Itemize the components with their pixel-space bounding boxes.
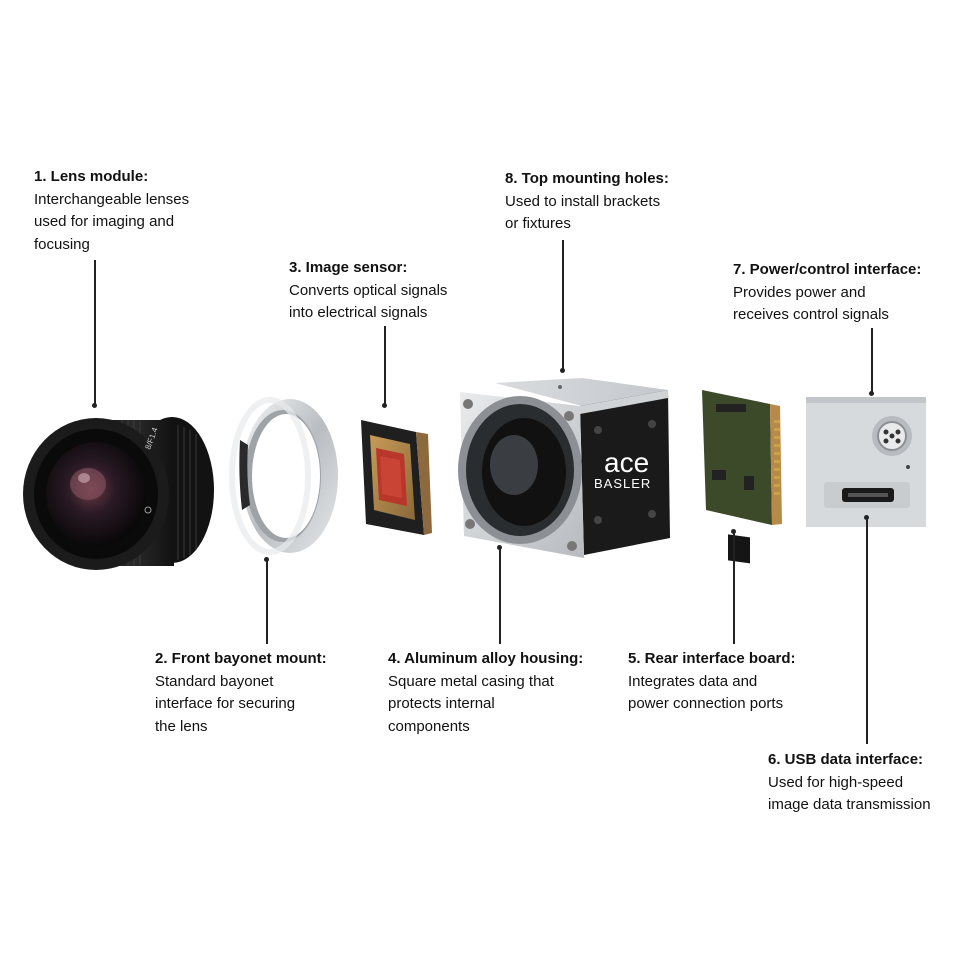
callout-front-bayonet-mount: 2. Front bayonet mount: Standard bayonet… xyxy=(155,648,375,738)
camera-model-label: ace xyxy=(604,447,649,478)
housing-graphic: ace BASLER xyxy=(458,378,670,558)
callout-description: Provides power and receives control sign… xyxy=(733,283,889,324)
callout-description: Integrates data and power connection por… xyxy=(628,672,784,713)
callout-title: 8. Top mounting holes: xyxy=(505,170,669,187)
leader-dot-lens xyxy=(92,403,97,408)
callout-lens-module: 1. Lens module: Interchangeable lenses u… xyxy=(34,166,234,256)
callout-description: Interchangeable lenses used for imaging … xyxy=(34,190,190,253)
leader-line-board xyxy=(733,532,735,644)
leader-line-power xyxy=(871,328,873,394)
camera-brand-label: BASLER xyxy=(594,476,651,491)
callout-usb-data-interface: 6. USB data interface: Used for high-spe… xyxy=(768,749,953,817)
callout-title: 6. USB data interface: xyxy=(768,751,924,768)
callout-title: 3. Image sensor: xyxy=(289,259,408,276)
leader-dot-mount xyxy=(560,368,565,373)
callout-top-mounting-holes: 8. Top mounting holes: Used to install b… xyxy=(505,168,715,236)
leader-line-sensor xyxy=(384,326,386,406)
callout-rear-interface-board: 5. Rear interface board: Integrates data… xyxy=(628,648,828,716)
leader-line-usb xyxy=(866,518,868,744)
callout-description: Square metal casing that protects intern… xyxy=(388,672,554,735)
rear-panel-graphic xyxy=(806,397,926,527)
callout-title: 1. Lens module: xyxy=(34,168,149,185)
lens-module-graphic: 8/F1.4 xyxy=(23,417,214,570)
leader-line-housing xyxy=(499,548,501,644)
callout-power-control-interface: 7. Power/control interface: Provides pow… xyxy=(733,259,953,327)
leader-line-bayonet xyxy=(266,560,268,644)
leader-dot-bayonet xyxy=(264,557,269,562)
leader-line-mount xyxy=(562,240,564,370)
image-sensor-graphic xyxy=(361,420,432,535)
callout-aluminum-housing: 4. Aluminum alloy housing: Square metal … xyxy=(388,648,618,738)
leader-dot-power xyxy=(869,391,874,396)
callout-description: Used for high-speed image data transmiss… xyxy=(768,773,931,814)
leader-dot-board xyxy=(731,529,736,534)
leader-dot-usb xyxy=(864,515,869,520)
callout-image-sensor: 3. Image sensor: Converts optical signal… xyxy=(289,257,489,325)
callout-description: Converts optical signals into electrical… xyxy=(289,281,448,322)
leader-line-lens xyxy=(94,260,96,406)
callout-description: Standard bayonet interface for securing … xyxy=(155,672,296,735)
callout-title: 7. Power/control interface: xyxy=(733,261,922,278)
callout-description: Used to install brackets or fixtures xyxy=(505,192,661,233)
callout-title: 4. Aluminum alloy housing: xyxy=(388,650,584,667)
callout-title: 2. Front bayonet mount: xyxy=(155,650,327,667)
callout-title: 5. Rear interface board: xyxy=(628,650,796,667)
leader-dot-sensor xyxy=(382,403,387,408)
leader-dot-housing xyxy=(497,545,502,550)
bayonet-mount-graphic xyxy=(229,397,338,555)
rear-board-graphic xyxy=(702,390,782,564)
